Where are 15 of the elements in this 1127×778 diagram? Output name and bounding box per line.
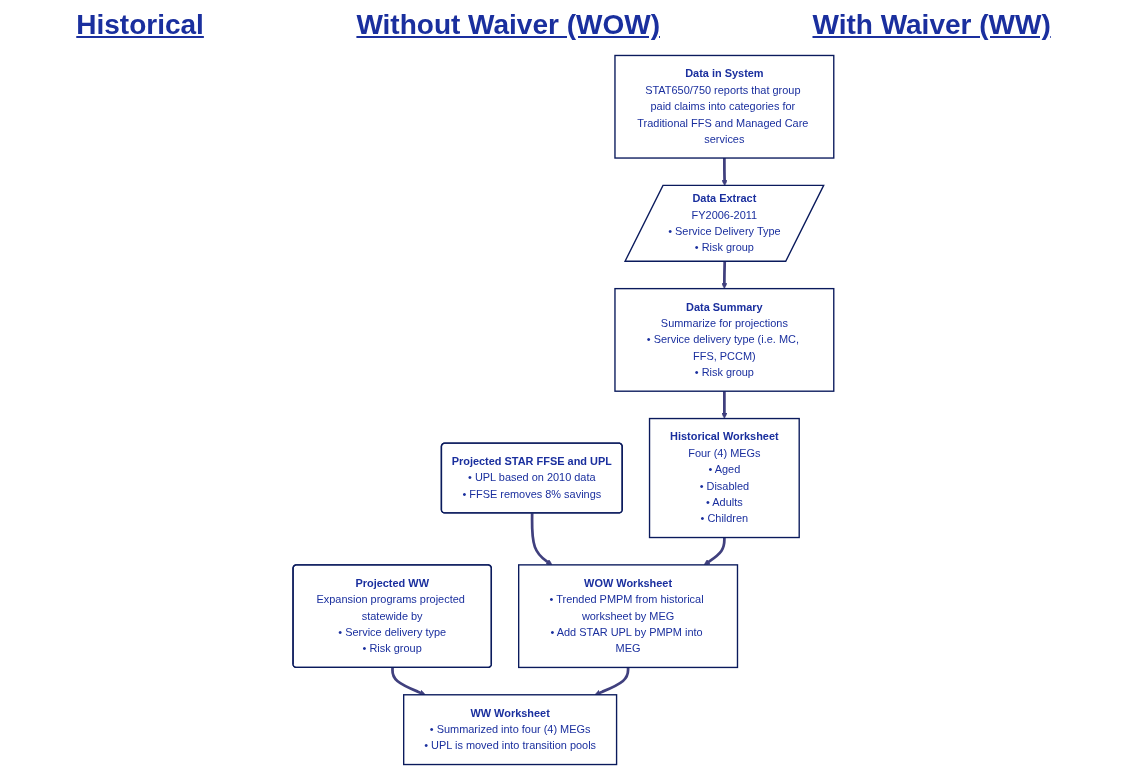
- arrow: [703, 537, 726, 566]
- arrow: [594, 667, 630, 696]
- node-box: WW Worksheet • Summarized into four (4) MEGs • UPL is moved into transition pools: [403, 694, 618, 766]
- column-heading: With Waiver (WW): [812, 9, 1051, 41]
- node-box: Data Summary Summarize for projections • Service delivery type (i.e. MC, FFS, PCCM) • Risk group: [614, 287, 835, 392]
- arrow: [721, 391, 728, 419]
- node-box: WOW Worksheet • Trended PMPM from historical worksheet by MEG • Add STAR UPL by PMPM into MEG: [518, 564, 739, 669]
- column-heading: Without Waiver (WOW): [356, 9, 660, 41]
- node-box: Data in System STAT650/750 reports that group paid claims into categories for Traditional FFS and Managed Care services: [614, 54, 835, 159]
- node-box: Historical Worksheet Four (4) MEGs • Aged • Disabled • Adults • Children: [648, 417, 800, 539]
- arrow: [721, 158, 728, 186]
- arrow: [721, 261, 728, 289]
- column-heading: Historical: [76, 9, 204, 41]
- arrow: [391, 667, 426, 696]
- arrow: [530, 513, 553, 566]
